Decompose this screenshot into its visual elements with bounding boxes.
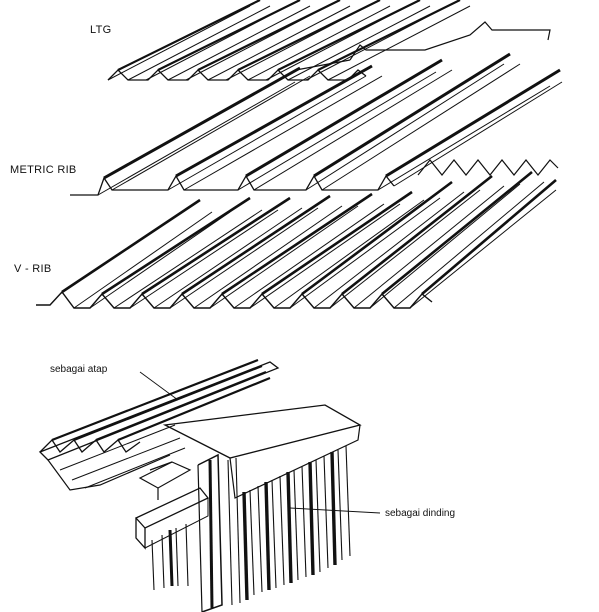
- v-rib-label: V - RIB: [14, 263, 52, 275]
- ltg-sheet: [107, 0, 471, 81]
- ltg-label: LTG: [90, 24, 112, 36]
- metric-rib-sheet: [70, 21, 563, 196]
- metric-rib-label: METRIC RIB: [10, 164, 77, 176]
- roof-use-label: sebagai atap: [50, 364, 108, 375]
- building-usage-illustration: [38, 358, 381, 612]
- wall-use-label: sebagai dinding: [385, 508, 456, 519]
- v-rib-sheet: [36, 159, 559, 309]
